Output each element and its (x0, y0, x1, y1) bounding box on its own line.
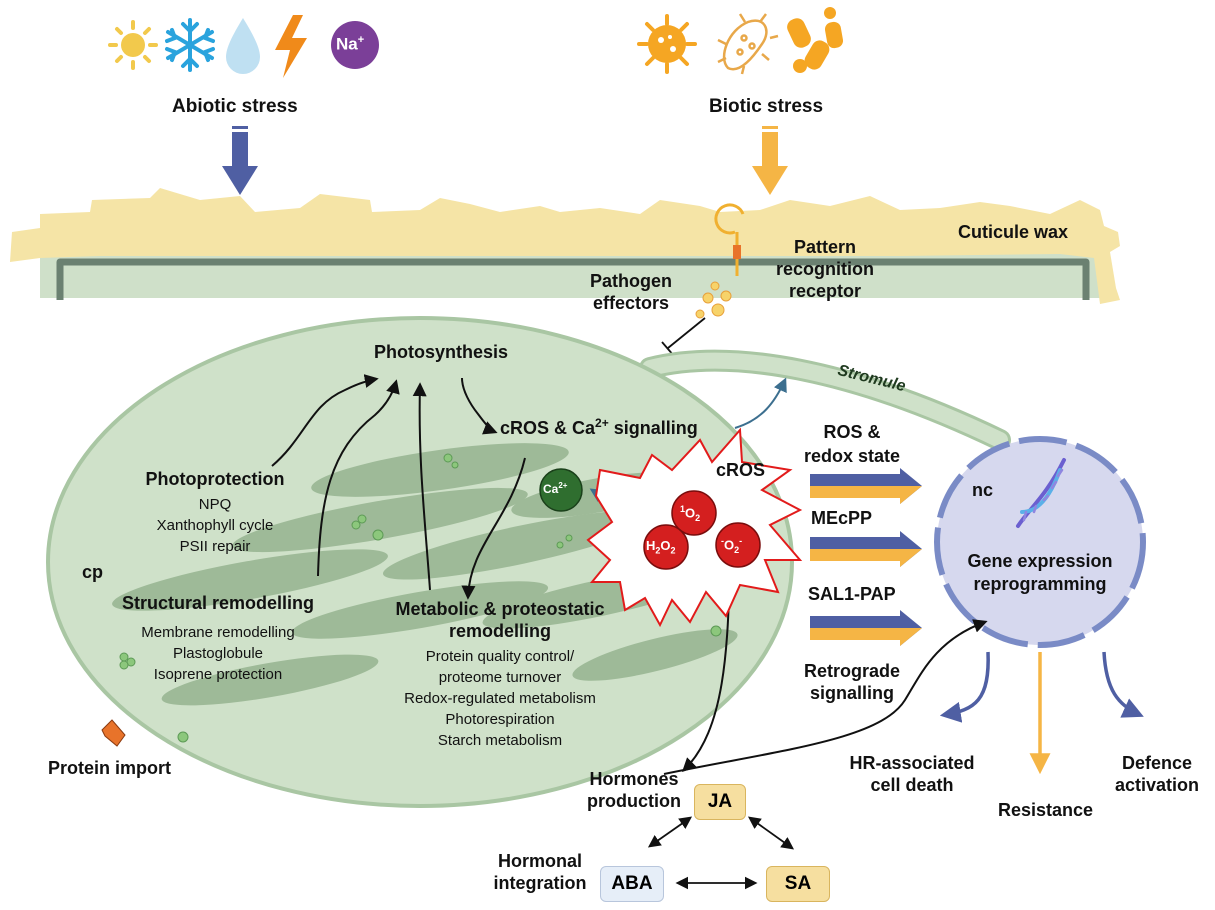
nucleus-label: nc (972, 480, 994, 500)
cros-label: cROS (716, 460, 766, 480)
hydrogen-peroxide-badge (643, 524, 689, 570)
hormones-to-nucleus-arrow (663, 619, 988, 775)
abiotic-stress-label: Abiotic stress (172, 96, 298, 117)
abiotic-stress-arrow (222, 126, 258, 195)
retrograde-signal-mecpp-label: MEcPP (811, 508, 873, 528)
virus-icon (637, 14, 697, 74)
retrograde-signal-ros-label: ROS &redox state (803, 422, 901, 466)
bacterium-icon (717, 13, 779, 75)
calcium-ion-badge (539, 468, 583, 512)
biotic-stress-label: Biotic stress (709, 96, 824, 117)
structural-item: Plastoglobule (172, 645, 264, 662)
cros-ca-signalling-label: cROS & Ca2+ signalling (500, 416, 698, 438)
nucleus (934, 436, 1146, 648)
photoprotection-item: NPQ (198, 496, 232, 513)
ja-hormone-box: JA (694, 784, 746, 820)
stromule-signal-arrow (734, 377, 787, 429)
protein-import-icon (101, 719, 126, 747)
calcium-ion-label: Ca2+ (543, 481, 568, 496)
superoxide-label: -O2- (721, 536, 743, 555)
photoprotection-title: Photoprotection (145, 469, 285, 489)
cell-wall-under-layer (40, 248, 1110, 298)
chloroplast-label: cp (82, 562, 104, 582)
resistance-label: Resistance (998, 800, 1094, 820)
structural-remodelling-title: Structural remodelling (121, 593, 315, 613)
retrograde-signal-sal1-label: SAL1-PAP (808, 584, 896, 604)
metabolic-item: Photorespiration (445, 711, 555, 728)
protein-import-label: Protein import (48, 758, 172, 778)
sodium-ion-label: Na+ (336, 34, 365, 54)
singlet-oxygen-badge (671, 490, 717, 536)
aba-hormone-box: ABA (600, 866, 664, 902)
lightning-icon (275, 15, 307, 78)
metabolic-item: proteome turnover (438, 669, 562, 686)
photoprotection-item: Xanthophyll cycle (156, 517, 274, 534)
dna-icon (1016, 458, 1066, 528)
defence-outcome-arrow (1102, 651, 1144, 718)
water-drop-icon (226, 18, 260, 74)
metabolic-remodelling-group: Metabolic & proteostatic remodelling Pro… (372, 598, 628, 751)
hr-outcome-arrow (939, 651, 990, 723)
fungus-icon (787, 7, 844, 73)
pattern-recognition-receptor-icon (714, 203, 745, 276)
retrograde-arrow-sal1 (810, 610, 922, 646)
retrograde-arrow-mecpp (810, 531, 922, 567)
retrograde-arrow-ros (810, 468, 922, 504)
plastoglobules (119, 453, 722, 743)
metabolic-item: Starch metabolism (437, 732, 563, 749)
sa-hormone-box: SA (766, 866, 830, 902)
singlet-oxygen-label: 1O2 (680, 504, 701, 523)
cuticle-wax-layer (10, 188, 1120, 304)
sun-icon (108, 20, 158, 70)
pathogen-effectors-icon (695, 281, 732, 319)
cuticle-wax-label: Cuticule wax (958, 222, 1069, 242)
hydrogen-peroxide-label: H2O2 (646, 538, 676, 556)
metabolic-title: Metabolic & proteostatic (395, 599, 605, 619)
photosynthesis-label: Photosynthesis (374, 342, 509, 362)
metabolic-title: remodelling (448, 621, 551, 641)
cell-wall (56, 258, 1090, 300)
metabolic-item: Protein quality control/ (425, 648, 575, 665)
metabolic-item: Redox-regulated metabolism (404, 690, 596, 707)
hormone-crosstalk-arrows (647, 816, 795, 890)
photoprotection-group: Photoprotection NPQ Xanthophyll cycle PS… (120, 468, 310, 557)
biotic-stress-arrow (752, 126, 788, 195)
sodium-icon (331, 21, 379, 69)
superoxide-badge (715, 522, 761, 568)
structural-item: Isoprene protection (153, 666, 283, 683)
snowflake-icon (165, 18, 215, 72)
photoprotection-item: PSII repair (179, 538, 251, 555)
structural-item: Membrane remodelling (141, 624, 295, 641)
structural-remodelling-group: Structural remodelling Membrane remodell… (100, 592, 336, 685)
